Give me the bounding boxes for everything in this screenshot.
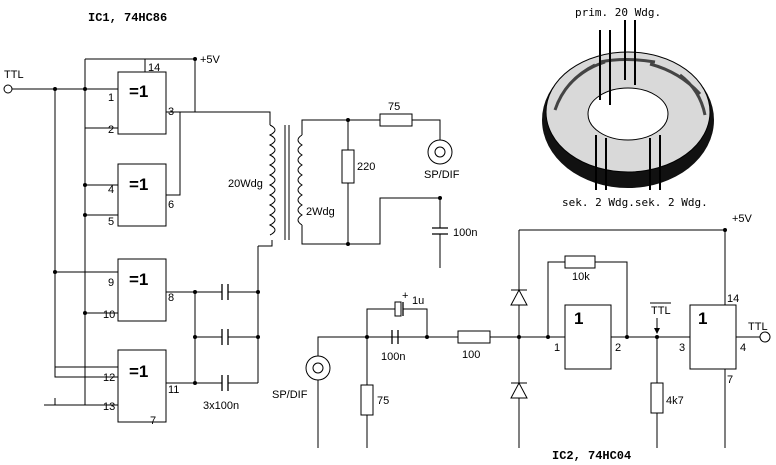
inverter-2 <box>689 304 737 370</box>
xor-gate-4 <box>117 349 167 423</box>
supply-label-ic2: +5V <box>732 213 753 225</box>
svg-text:7: 7 <box>727 374 733 386</box>
svg-text:+: + <box>402 290 408 302</box>
ttl-inverted-label: TTL <box>651 305 671 317</box>
ttl-output-terminal <box>759 331 771 343</box>
svg-text:=1: =1 <box>129 362 148 381</box>
secondary-winding <box>297 134 303 226</box>
ttl-input-terminal <box>3 84 13 94</box>
secondary-label: 2Wdg <box>306 206 335 218</box>
spdif-out-label: SP/DIF <box>424 169 460 181</box>
ic2-section: +5V 1 1 1 2 3 4 14 7 TTL TTL 1u + 100n 1… <box>272 213 771 463</box>
svg-text:14: 14 <box>148 62 160 74</box>
svg-text:14: 14 <box>727 293 739 305</box>
caps-label: 3x100n <box>203 400 239 412</box>
resistor-10k <box>564 255 596 269</box>
spdif-in-label: SP/DIF <box>272 389 308 401</box>
spdif-output-jack <box>427 139 453 165</box>
resistor-75-bottom <box>360 384 374 416</box>
svg-text:=1: =1 <box>129 175 148 194</box>
svg-text:3: 3 <box>679 342 685 354</box>
toroid-prim-label: prim. 20 Wdg. <box>575 6 661 19</box>
ttl-input-label: TTL <box>4 69 24 81</box>
ic2-title: IC2, 74HC04 <box>552 449 631 463</box>
c100n-bottom-label: 100n <box>381 351 405 363</box>
svg-text:2: 2 <box>615 342 621 354</box>
r10k-label: 10k <box>572 271 590 283</box>
toroid-sek-label: sek. 2 Wdg.sek. 2 Wdg. <box>562 196 708 209</box>
xor-gate-3 <box>117 258 167 322</box>
svg-text:1: 1 <box>554 342 560 354</box>
spdif-input-jack <box>305 355 331 381</box>
c100n-top-label: 100n <box>453 227 477 239</box>
r220-label: 220 <box>357 161 375 173</box>
resistor-100 <box>457 330 491 344</box>
svg-text:1: 1 <box>108 92 114 104</box>
svg-text:10: 10 <box>103 309 115 321</box>
resistor-220 <box>341 149 355 184</box>
r75-top-label: 75 <box>388 101 400 113</box>
r100-label: 100 <box>462 349 480 361</box>
svg-text:8: 8 <box>168 292 174 304</box>
ic1-section: IC1, 74HC86 +5V TTL 14 1 2 3 4 5 6 9 10 … <box>3 11 477 427</box>
r75-bottom-label: 75 <box>377 395 389 407</box>
svg-text:2: 2 <box>108 124 114 136</box>
r4k7-label: 4k7 <box>666 395 684 407</box>
svg-text:11: 11 <box>168 384 179 396</box>
svg-text:12: 12 <box>103 372 115 384</box>
xor-gate-2 <box>117 163 167 227</box>
svg-text:13: 13 <box>103 401 115 413</box>
svg-text:7: 7 <box>150 415 156 427</box>
inverter-1 <box>564 304 612 370</box>
svg-text:9: 9 <box>108 277 114 289</box>
diode-lower <box>510 381 528 399</box>
diode-upper <box>510 288 528 306</box>
svg-text:4: 4 <box>740 342 746 354</box>
toroid-illustration: prim. 20 Wdg. sek. 2 Wdg.sek. 2 Wdg. <box>542 6 714 209</box>
resistor-75-top <box>379 113 413 127</box>
svg-text:=1: =1 <box>129 82 148 101</box>
primary-winding <box>268 124 276 236</box>
ttl-output-label: TTL <box>748 321 768 333</box>
svg-text:1: 1 <box>574 309 583 328</box>
cap-bank <box>221 284 229 391</box>
svg-text:=1: =1 <box>129 270 148 289</box>
svg-text:4: 4 <box>108 184 114 196</box>
c1u-label: 1u <box>412 295 424 307</box>
supply-label-ic1: +5V <box>200 54 221 66</box>
svg-text:6: 6 <box>168 199 174 211</box>
xor-gate-1 <box>117 71 167 135</box>
svg-text:5: 5 <box>108 216 114 228</box>
svg-text:1: 1 <box>698 309 707 328</box>
resistor-4k7 <box>650 382 664 414</box>
ic1-title: IC1, 74HC86 <box>88 11 167 25</box>
svg-text:3: 3 <box>168 106 174 118</box>
primary-label: 20Wdg <box>228 178 263 190</box>
